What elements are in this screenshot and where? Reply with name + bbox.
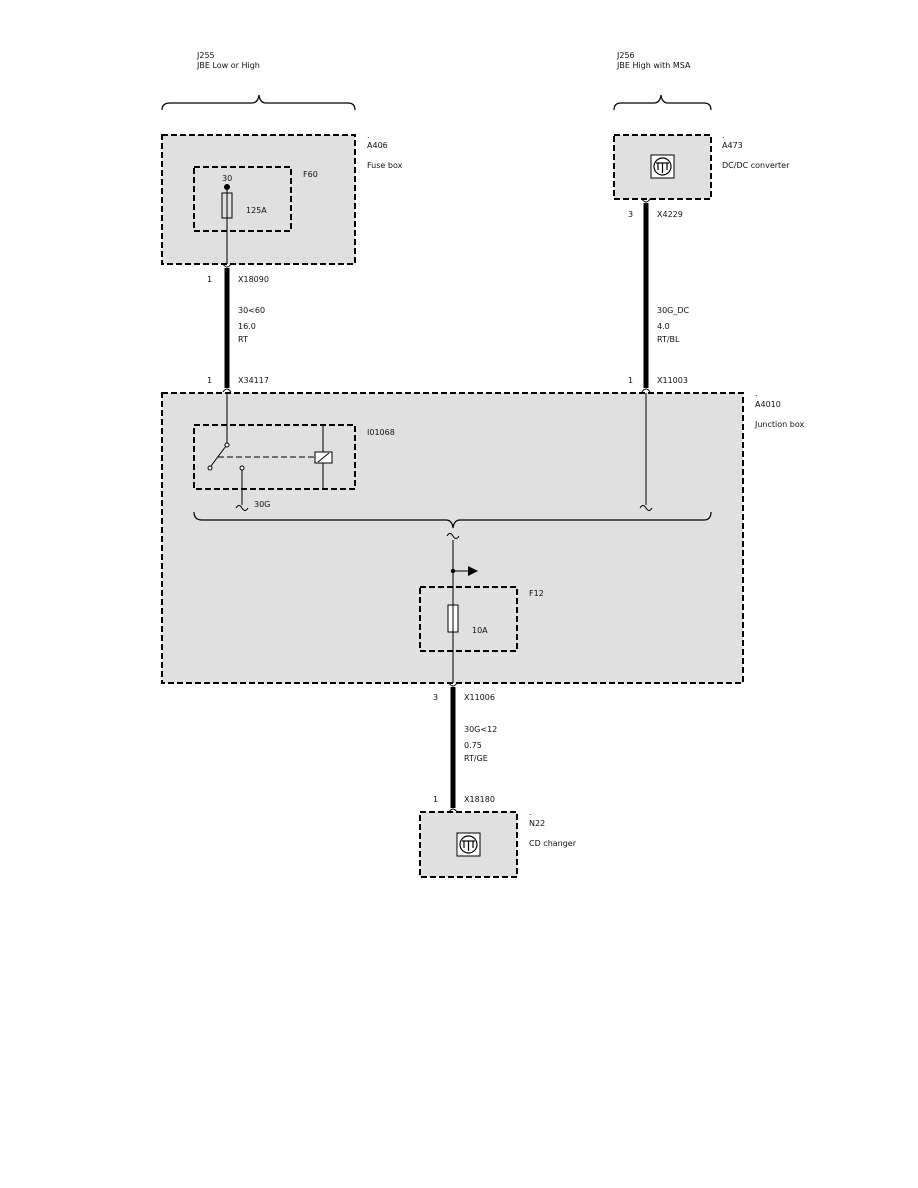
connector-symbol [641,388,651,393]
connector-x18180-id: X18180 [464,795,495,804]
connector-symbol [641,198,651,203]
relay-output-label: 30G [254,500,270,509]
fuse-f12-id: F12 [529,589,544,598]
module-icon [456,832,481,857]
variant-right-desc: JBE High with MSA [616,61,691,70]
dcdc-id: A473 [722,141,743,150]
fuse-f60-id: F60 [303,170,318,179]
wire-1-signal: 30<60 [238,306,265,315]
junction-box-id: A4010 [755,400,781,409]
module-icon [650,154,675,179]
junction-box-dot: . [755,389,758,398]
cd-changer-name: CD changer [529,839,577,848]
connector-x18090-pin: 1 [207,275,212,284]
cd-changer-id: N22 [529,819,545,828]
fuse-f60-terminal: 30 [222,174,232,183]
variant-left-desc: JBE Low or High [196,61,260,70]
relay-switch-arm [210,445,227,467]
wire-3-signal: 30G<12 [464,725,497,734]
connector-x4229-id: X4229 [657,210,683,219]
connector-x18180-pin: 1 [433,795,438,804]
dcdc-dot: . [722,131,725,140]
cd-changer-dot: . [529,808,532,817]
fuse-f12-box [419,586,518,652]
wire-2-color: RT/BL [657,335,680,344]
relay-contact [239,465,245,471]
wire-1-size: 16.0 [238,322,256,331]
connector-x11006-id: X11006 [464,693,495,702]
dcdc-name: DC/DC converter [722,161,790,170]
variant-left-code: J255 [196,51,215,60]
connector-symbol [222,388,232,393]
connector-x11006-pin: 3 [433,693,438,702]
relay-id: I01068 [367,428,395,437]
variant-right-brace [613,94,712,111]
fuse-box-name: Fuse box [367,161,403,170]
fuse-box-id: A406 [367,141,388,150]
relay-i01068-box [193,424,356,490]
connector-x34117-id: X34117 [238,376,269,385]
connector-symbol [448,682,458,687]
connector-x4229-pin: 3 [628,210,633,219]
connector-x11003-id: X11003 [657,376,688,385]
relay-contact [207,465,213,471]
connector-x18090-id: X18090 [238,275,269,284]
junction-brace [193,511,712,529]
arrow-right-icon [468,566,478,576]
fuse-box-dot: . [367,131,370,140]
wire-2-signal: 30G_DC [657,306,690,315]
wire-break-symbol [446,533,460,539]
fuse-f12-rating: 10A [472,626,488,635]
wire-break-symbol [639,505,653,511]
wire-break-symbol [235,505,249,511]
connector-symbol [222,263,232,268]
fuse-f60-rating: 125A [246,206,267,215]
variant-right-code: J256 [616,51,635,60]
connector-x11003-pin: 1 [628,376,633,385]
fuse-f60-box [193,166,292,232]
wire-1-color: RT [238,335,248,344]
connector-x34117-pin: 1 [207,376,212,385]
wire-2-size: 4.0 [657,322,670,331]
fuse-box-a406 [161,134,356,265]
variant-left-brace [161,94,356,111]
wire-3-color: RT/GE [464,754,488,763]
junction-box-name: Junction box [754,420,804,429]
wire-3-size: 0.75 [464,741,482,750]
